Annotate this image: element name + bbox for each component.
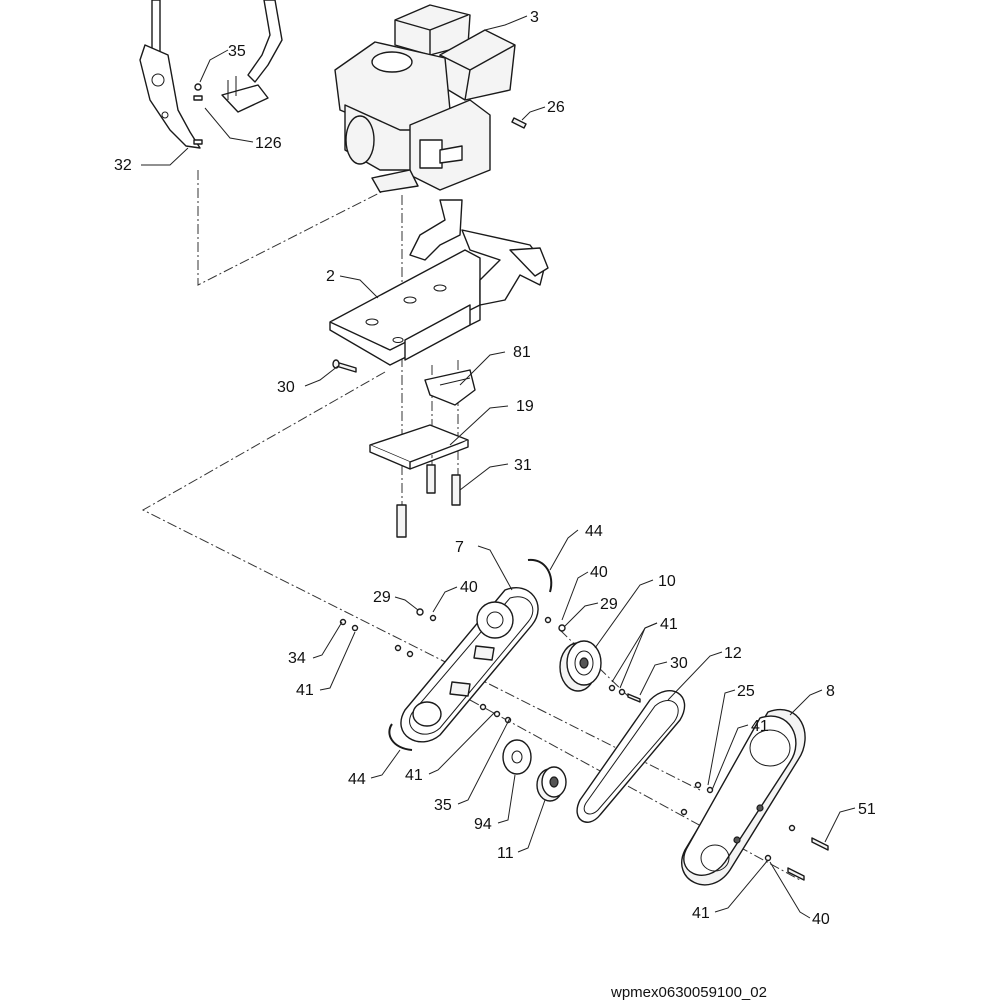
v-belt: [576, 690, 686, 823]
leader-lines: [141, 15, 856, 919]
callout-29: 29: [600, 596, 618, 613]
engine-key: [511, 117, 527, 129]
callout-26: 26: [547, 99, 565, 116]
clip-44-lower: [388, 723, 413, 751]
callout-29: 29: [373, 589, 391, 606]
callout-94: 94: [474, 816, 492, 833]
callout-41: 41: [751, 718, 769, 735]
callout-35: 35: [434, 797, 452, 814]
bolt-30-upper: [332, 359, 357, 373]
handle-clip: [221, 76, 269, 113]
callout-126: 126: [255, 135, 282, 152]
callout-41: 41: [692, 905, 710, 922]
callout-40: 40: [812, 911, 830, 928]
callout-12: 12: [724, 645, 742, 662]
handle-bracket: [139, 44, 201, 149]
callout-11: 11: [497, 845, 514, 862]
callout-32: 32: [114, 157, 132, 174]
clip-44-upper: [527, 558, 553, 593]
callout-7: 7: [455, 539, 464, 556]
callout-19: 19: [516, 398, 534, 415]
spacer-plate-19: [369, 424, 469, 470]
drawing-id: wpmex0630059100_02: [611, 984, 767, 1001]
callout-labels: 3 35 26 126 32 2 81 30 19 31 44 7 40 29 …: [114, 9, 876, 928]
drive-pulley: [559, 640, 602, 692]
callout-10: 10: [658, 573, 676, 590]
callout-25: 25: [737, 683, 755, 700]
outer-belt-cover: [681, 709, 806, 886]
callout-3: 3: [530, 9, 539, 26]
callout-41: 41: [296, 682, 314, 699]
callout-30: 30: [277, 379, 295, 396]
callout-44: 44: [348, 771, 366, 788]
bolts-31: [396, 464, 461, 538]
callout-34: 34: [288, 650, 306, 667]
small-pulley-11: [536, 766, 567, 802]
base-plate: [329, 199, 549, 366]
callout-40: 40: [460, 579, 478, 596]
callout-81: 81: [513, 344, 531, 361]
small-screw: [193, 83, 203, 145]
callout-30: 30: [670, 655, 688, 672]
callout-41: 41: [660, 616, 678, 633]
callout-41: 41: [405, 767, 423, 784]
engine: [334, 4, 516, 193]
callout-8: 8: [826, 683, 835, 700]
callout-31: 31: [514, 457, 532, 474]
washer-94: [502, 739, 532, 775]
cover-81: [424, 369, 476, 406]
callout-35: 35: [228, 43, 246, 60]
callout-2: 2: [326, 268, 335, 285]
handle-bars: [151, 0, 283, 83]
inner-belt-cover: [400, 587, 539, 743]
callout-44: 44: [585, 523, 603, 540]
assembly-lines: [141, 170, 801, 881]
callout-40: 40: [590, 564, 608, 581]
callout-51: 51: [858, 801, 876, 818]
